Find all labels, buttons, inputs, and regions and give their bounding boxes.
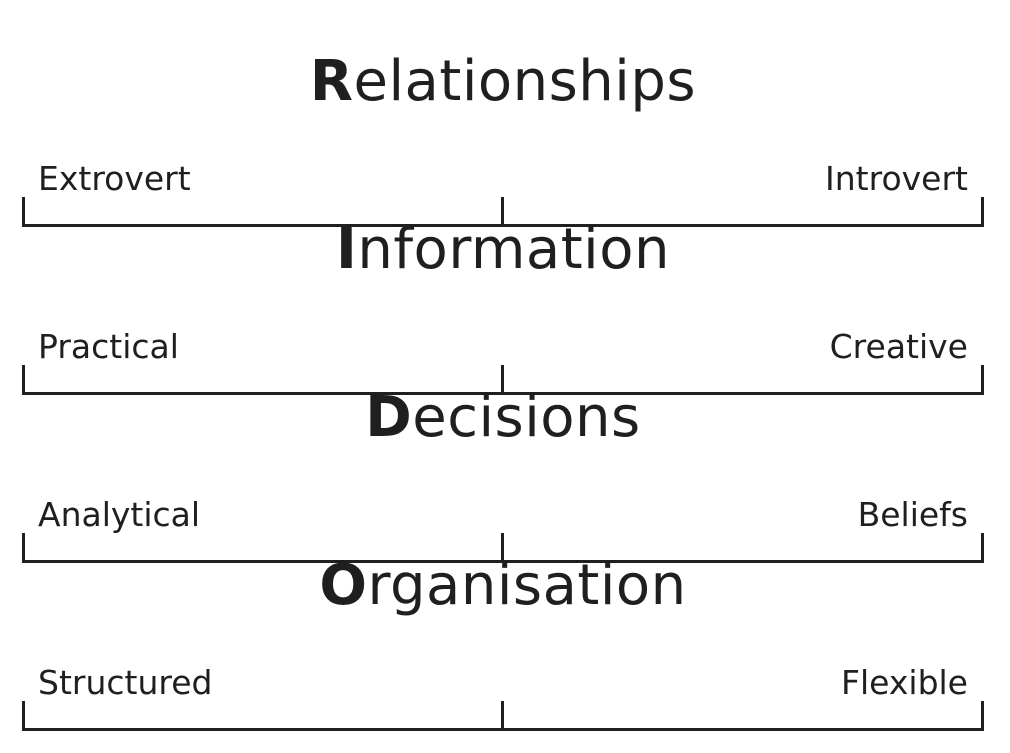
dimension-decisions: Decisions Analytical Beliefs	[22, 381, 984, 563]
scale-bar	[22, 529, 984, 563]
right-pole-label: Flexible	[841, 663, 968, 702]
right-pole-label: Introvert	[825, 159, 968, 198]
title-rest: rganisation	[367, 553, 687, 618]
title-initial: D	[365, 385, 413, 450]
left-pole-label: Analytical	[38, 495, 201, 534]
right-pole-label: Beliefs	[857, 495, 968, 534]
dimension-organisation: Organisation Structured Flexible	[22, 549, 984, 731]
scale-tick-start	[22, 365, 25, 395]
scale-tick-start	[22, 533, 25, 563]
scale-tick-end	[981, 197, 984, 227]
scale-baseline	[22, 392, 984, 395]
scale-baseline	[22, 224, 984, 227]
right-pole-label: Creative	[829, 327, 968, 366]
scale-bar	[22, 361, 984, 395]
scale-bar	[22, 697, 984, 731]
scale-tick-end	[981, 701, 984, 731]
left-pole-label: Extrovert	[38, 159, 191, 198]
scale-tick-midpoint	[501, 365, 504, 395]
dimension-information: Information Practical Creative	[22, 213, 984, 395]
left-pole-label: Structured	[38, 663, 213, 702]
title-rest: nformation	[357, 217, 670, 282]
dimension-title: Organisation	[22, 551, 984, 621]
scale-bar	[22, 193, 984, 227]
title-initial: I	[336, 217, 358, 282]
scale-tick-start	[22, 197, 25, 227]
dimension-relationships: Relationships Extrovert Introvert	[22, 45, 984, 227]
dimension-title: Decisions	[22, 383, 984, 453]
title-rest: elationships	[353, 49, 697, 114]
dimension-title: Information	[22, 215, 984, 285]
scale-tick-start	[22, 701, 25, 731]
scale-baseline	[22, 728, 984, 731]
title-initial: O	[319, 553, 368, 618]
left-pole-label: Practical	[38, 327, 179, 366]
scale-tick-end	[981, 365, 984, 395]
scale-tick-end	[981, 533, 984, 563]
scale-tick-midpoint	[501, 533, 504, 563]
scale-tick-midpoint	[501, 701, 504, 731]
title-initial: R	[309, 49, 354, 114]
title-rest: ecisions	[412, 385, 641, 450]
scale-tick-midpoint	[501, 197, 504, 227]
scale-baseline	[22, 560, 984, 563]
dimension-title: Relationships	[22, 47, 984, 117]
